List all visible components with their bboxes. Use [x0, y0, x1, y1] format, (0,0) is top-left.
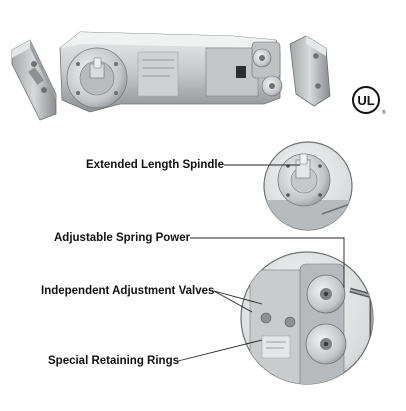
- leader-spring: [190, 237, 345, 288]
- right-mounting-bracket: [289, 35, 331, 107]
- leader-lines: [177, 164, 345, 362]
- spindle-detail-zoom: [263, 141, 353, 231]
- closer-body: [59, 31, 283, 113]
- ul-certification-mark: UL ®: [352, 86, 386, 116]
- callout-independent-adjustment-valves: Independent Adjustment Valves: [41, 285, 215, 297]
- left-mounting-bracket: [11, 39, 57, 121]
- svg-text:®: ®: [382, 109, 386, 116]
- leader-valve-1: [213, 290, 253, 313]
- callout-adjustable-spring-power: Adjustable Spring Power: [54, 232, 191, 244]
- leader-rings: [177, 339, 263, 362]
- leader-valve-2: [213, 290, 263, 305]
- ul-mark-text: UL: [357, 93, 374, 108]
- valve-detail-zoom: [240, 251, 374, 385]
- callout-special-retaining-rings: Special Retaining Rings: [48, 355, 179, 367]
- callout-extended-length-spindle: Extended Length Spindle: [86, 159, 225, 171]
